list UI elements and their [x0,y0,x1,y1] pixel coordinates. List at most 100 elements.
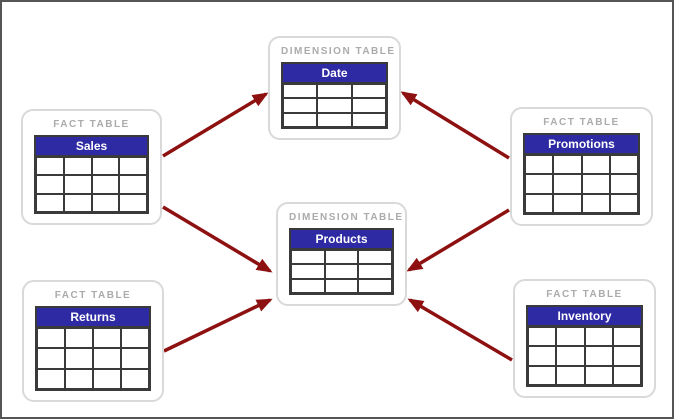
table-cell [612,346,641,366]
table-cell [556,365,585,385]
table-cell [121,348,149,369]
table: Inventory [526,305,643,387]
table-title: Promotions [525,135,638,155]
table-cell [36,175,64,194]
table-card-returns: FACT TABLE Returns [22,280,164,402]
table-cell [556,346,585,366]
table-cell [609,174,638,194]
table-cell [358,264,392,279]
table-cell [525,193,554,213]
table-kind-label: FACT TABLE [543,117,620,128]
table-cell [291,278,325,293]
table-cell [581,155,610,175]
table-card-products: DIMENSION TABLE Products [276,202,407,306]
table-title: Sales [36,137,147,157]
table-grid [525,155,638,213]
arrow-inventory-to-products [407,298,513,362]
table-cell [37,368,65,389]
table-cell [553,174,582,194]
table-cell [37,348,65,369]
table-grid [528,327,641,385]
table-cell [119,157,147,176]
table-cell [581,193,610,213]
table-grid [36,157,147,212]
table-kind-label: FACT TABLE [53,119,130,130]
table-cell [63,157,92,176]
table-cell [609,193,638,213]
table-cell [119,175,147,194]
table-cell [525,155,554,175]
table-cell [612,365,641,385]
table-cell [351,84,386,99]
table-cell [291,250,325,265]
arrow-promotions-to-products [406,208,510,272]
table-grid [283,84,386,127]
table-cell [358,278,392,293]
table-cell [36,193,64,212]
table-cell [609,155,638,175]
table-cell [63,175,92,194]
table-cell [324,264,359,279]
table-cell [317,98,352,113]
arrow-sales-to-date [162,92,269,158]
table-cell [584,365,613,385]
table: Promotions [523,133,640,215]
table-cell [528,346,557,366]
table-cell [283,98,318,113]
table-card-promotions: FACT TABLE Promotions [510,107,653,226]
table-cell [584,327,613,347]
table: Products [289,228,394,295]
table-title: Date [283,64,386,84]
arrow-sales-to-products [162,205,273,273]
table-grid [291,250,392,293]
arrow-returns-to-products [163,298,273,353]
table-cell [37,328,65,349]
table-cell [63,193,92,212]
table-card-sales: FACT TABLE Sales [21,109,162,225]
table-kind-label: DIMENSION TABLE [289,212,404,223]
table-cell [65,348,93,369]
table-cell [91,175,120,194]
table-cell [317,84,352,99]
arrow-promotions-to-date [400,91,510,160]
table-cell [324,278,359,293]
table-cell [525,174,554,194]
table-cell [91,193,120,212]
table-cell [121,368,149,389]
table-cell [528,365,557,385]
table-cell [556,327,585,347]
table-cell [351,98,386,113]
table-card-inventory: FACT TABLE Inventory [513,279,656,398]
table-cell [65,328,93,349]
table-cell [612,327,641,347]
table-kind-label: FACT TABLE [54,290,132,301]
table-cell [91,157,120,176]
table-cell [283,112,318,127]
table-cell [93,368,121,389]
table-cell [351,112,386,127]
table-kind-label: FACT TABLE [546,289,623,300]
table-cell [36,157,64,176]
table-title: Inventory [528,307,641,327]
table-cell [121,328,149,349]
table-cell [581,174,610,194]
table-cell [119,193,147,212]
table-cell [65,368,93,389]
table-cell [93,348,121,369]
table-cell [93,328,121,349]
table-cell [528,327,557,347]
table: Sales [34,135,149,214]
table-cell [553,155,582,175]
table-cell [584,346,613,366]
table-title: Returns [37,308,149,328]
table-kind-label: DIMENSION TABLE [281,46,396,57]
table-cell [283,84,318,99]
table-grid [37,328,149,389]
table: Returns [35,306,151,391]
table: Date [281,62,388,129]
table-card-date: DIMENSION TABLE Date [268,36,401,140]
table-cell [317,112,352,127]
table-cell [324,250,359,265]
table-cell [553,193,582,213]
